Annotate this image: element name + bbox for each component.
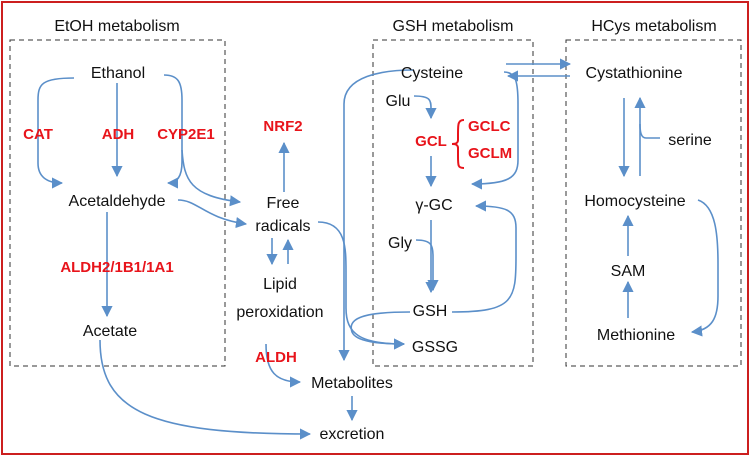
node-lipid-line2: peroxidation (236, 304, 323, 321)
node-glu: Glu (386, 93, 411, 110)
node-gamma-gc: γ-GC (415, 197, 452, 214)
node-serine: serine (668, 132, 712, 149)
node-methionine: Methionine (597, 327, 675, 344)
node-free-radicals-line1: Free (267, 195, 300, 212)
enzyme-aldh2: ALDH2/1B1/1A1 (60, 259, 173, 276)
arrow-acetate-excretion (99, 339, 312, 440)
arrow-ethanol-cat (37, 77, 75, 189)
arrow-glu-gcl (413, 95, 437, 120)
arrow-lipid-metabolites (265, 343, 302, 388)
gcl-bracket (451, 119, 465, 169)
etoh-box (9, 39, 226, 367)
node-ethanol: Ethanol (91, 65, 145, 82)
hcys-title: HCys metabolism (591, 18, 716, 35)
node-gsh: GSH (413, 303, 448, 320)
node-homocysteine: Homocysteine (584, 193, 685, 210)
enzyme-aldh: ALDH (255, 349, 297, 366)
enzyme-nrf2: NRF2 (263, 118, 302, 135)
gsh-title: GSH metabolism (393, 18, 514, 35)
arrow-serine (639, 123, 660, 139)
enzyme-cyp2e1: CYP2E1 (157, 126, 215, 143)
enzyme-gcl: GCL (415, 133, 447, 150)
enzyme-gclc: GCLC (468, 118, 511, 135)
arrow-cyp-radicals (181, 149, 242, 207)
arrow-ethanol-cyp (163, 74, 183, 189)
node-acetate: Acetate (83, 323, 137, 340)
node-cysteine: Cysteine (401, 65, 463, 82)
arrow-radicals-gssg (317, 221, 406, 350)
arrow-acetaldehyde-radicals (177, 199, 248, 229)
node-gssg: GSSG (412, 339, 458, 356)
gsh-box (372, 39, 534, 367)
node-acetaldehyde: Acetaldehyde (69, 193, 166, 210)
arrow-gly-gsh (415, 239, 439, 292)
node-excretion: excretion (320, 426, 385, 443)
node-free-radicals-line2: radicals (255, 218, 310, 235)
arrow-homocysteine-methionine (690, 199, 719, 337)
node-metabolites: Metabolites (311, 375, 393, 392)
node-cystathionine: Cystathionine (586, 65, 683, 82)
hcys-box (565, 39, 742, 367)
arrow-gsh-ggc (451, 200, 517, 313)
arrow-gsh-gssg (350, 311, 411, 350)
node-sam: SAM (611, 263, 646, 280)
arrow-cysteine-metabolites (338, 69, 415, 362)
enzyme-cat: CAT (23, 126, 53, 143)
node-lipid-line1: Lipid (263, 276, 297, 293)
node-gly: Gly (388, 235, 412, 252)
etoh-title: EtOH metabolism (54, 18, 179, 35)
enzyme-gclm: GCLM (468, 145, 512, 162)
enzyme-adh: ADH (102, 126, 135, 143)
